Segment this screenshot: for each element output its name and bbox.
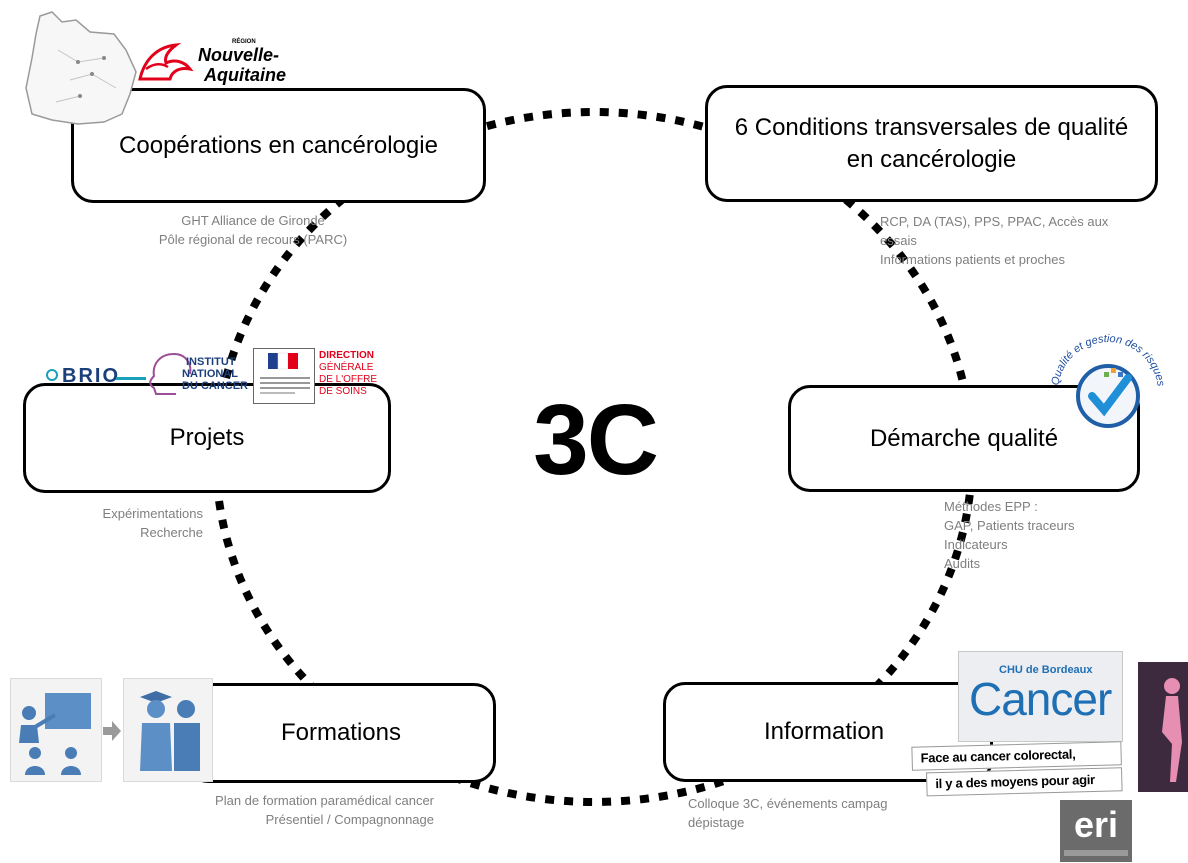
marianne-flag-icon <box>268 352 298 370</box>
dgos-line2: GÉNÉRALE <box>319 362 374 373</box>
emblem-text-lines <box>260 377 310 394</box>
quality-checkmark-icon: Qualité et gestion des risques <box>1049 333 1167 428</box>
institut-national-du-cancer-logo: INSTITUT NATIONAL DU CANCER <box>146 350 250 396</box>
formation-teacher-icon <box>10 678 102 782</box>
note-line: Informations patients et proches <box>880 251 1065 267</box>
dgos-line4: DE SOINS <box>319 386 367 397</box>
note-line: Expérimentations <box>102 506 203 521</box>
brio-molecule-icon <box>46 369 58 381</box>
box-conditions: 6 Conditions transversales de qualité en… <box>705 85 1158 202</box>
arrow-right-icon <box>103 721 121 741</box>
note-line: Présentiel / Compagnonnage <box>265 811 434 827</box>
teacher-board-icon <box>19 693 91 775</box>
region-small-label: RÉGION <box>232 39 256 45</box>
dgos-logo: DIRECTION GÉNÉRALE DE L'OFFRE DE SOINS <box>253 348 393 404</box>
note-line: Audits <box>944 555 981 571</box>
dgos-line1: DIRECTION <box>319 350 374 361</box>
dgos-line3: DE L'OFFRE <box>319 374 378 385</box>
chu-cancer-label: Cancer <box>969 673 1112 725</box>
box-formations-label: Formations <box>280 719 402 747</box>
box-demarche-label: Démarche qualité <box>869 424 1059 452</box>
region-lion-icon <box>138 42 194 81</box>
note-formations: Plan de formation paramédical cancer Pré… <box>150 792 434 830</box>
box-cooperations-label: Coopérations en cancérologie <box>119 131 438 159</box>
note-line: GAP, Patients traceurs <box>944 517 1075 533</box>
box-formations: Formations <box>186 683 496 783</box>
note-line: Indicateurs <box>944 536 1008 552</box>
note-line: Pôle régional de recours (PARC) <box>158 231 348 247</box>
colorectal-line1: Face au cancer colorectal, <box>911 741 1122 771</box>
chu-bordeaux-cancer-logo: CHU de Bordeaux Cancer <box>958 651 1123 742</box>
inca-line2: NATIONAL <box>182 368 239 380</box>
box-information-label: Information <box>764 718 885 746</box>
note-projets: Expérimentations Recherche <box>50 505 203 543</box>
brio-bar <box>116 377 146 380</box>
chu-small-label: CHU de Bordeaux <box>999 664 1093 676</box>
note-line: dépistage <box>688 814 745 830</box>
note-line: GHT Alliance de Gironde <box>181 213 325 228</box>
qualite-gestion-risques-badge: Qualité et gestion des risques <box>1048 332 1168 432</box>
box-projets-label: Projets <box>169 424 245 452</box>
note-line: Plan de formation paramédical cancer <box>215 793 434 808</box>
brio-logo: BRIO <box>46 363 146 393</box>
graduates-icon <box>140 691 200 771</box>
box-projets: Projets <box>23 383 391 493</box>
inca-line3: DU CANCER <box>182 380 248 392</box>
note-line: RCP, DA (TAS), PPS, PPAC, Accès aux <box>880 214 1109 229</box>
note-information: Colloque 3C, événements campag dépistage <box>688 795 928 833</box>
center-title: 3C <box>533 384 659 496</box>
colorectal-campaign-banner: Face au cancer colorectal, il y a des mo… <box>907 741 1128 799</box>
inca-line1: INSTITUT <box>186 356 236 368</box>
brio-text: BRIO <box>62 365 120 387</box>
note-line: Colloque 3C, événements campag <box>688 796 888 811</box>
eri-text: eri <box>1074 804 1119 845</box>
box-cooperations: Coopérations en cancérologie <box>71 88 486 203</box>
figure-icon <box>1162 678 1182 782</box>
box-demarche: Démarche qualité <box>788 385 1140 492</box>
eri-caption-bar <box>1064 850 1128 856</box>
note-demarche: Méthodes EPP : GAP, Patients traceurs In… <box>944 498 1144 573</box>
region-nouvelle-aquitaine-logo: RÉGION Nouvelle- Aquitaine <box>132 35 312 93</box>
region-name-line2: Aquitaine <box>204 65 287 85</box>
note-conditions: RCP, DA (TAS), PPS, PPAC, Accès aux essa… <box>880 213 1170 270</box>
note-cooperations: GHT Alliance de Gironde Pôle régional de… <box>78 212 428 250</box>
colorectal-line2: il y a des moyens pour agir <box>926 767 1123 797</box>
formation-graduates-icon <box>123 678 213 782</box>
gironde-map-icon <box>25 11 137 125</box>
republique-francaise-emblem <box>253 348 315 404</box>
box-conditions-label-line2: en cancérologie <box>846 145 1017 173</box>
campaign-poster-image <box>1138 662 1188 792</box>
note-line: Recherche <box>140 524 203 540</box>
region-name-line1: Nouvelle- <box>198 45 280 65</box>
eri-logo: eri <box>1060 800 1132 862</box>
inca-profile-icon <box>149 353 192 395</box>
note-line: Méthodes EPP : <box>944 499 1038 514</box>
note-line: essais <box>880 232 917 248</box>
box-conditions-label-line1: 6 Conditions transversales de qualité <box>734 114 1129 142</box>
